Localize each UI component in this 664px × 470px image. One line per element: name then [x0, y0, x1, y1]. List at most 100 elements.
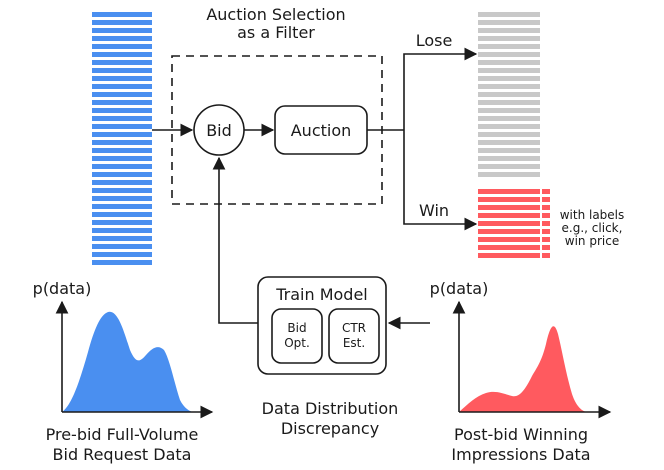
lost-record [478, 76, 540, 81]
bid-request-record [92, 92, 152, 97]
won-record [478, 221, 540, 226]
lost-record [478, 92, 540, 97]
bid-request-record [92, 12, 152, 17]
bid-request-record [92, 204, 152, 209]
lost-record [478, 60, 540, 65]
left-caption-line2: Bid Request Data [53, 445, 192, 464]
bid-request-record [92, 116, 152, 121]
auction-label: Auction [291, 121, 352, 140]
bid-request-record [92, 156, 152, 161]
bid-request-record [92, 76, 152, 81]
lost-record [478, 116, 540, 121]
lost-record [478, 52, 540, 57]
center-caption-line2: Discrepancy [281, 419, 379, 438]
lost-record [478, 124, 540, 129]
left-caption-line1: Pre-bid Full-Volume [46, 425, 199, 444]
bid-request-record [92, 220, 152, 225]
won-record-label [542, 205, 550, 210]
lost-record [478, 108, 540, 113]
lost-record [478, 172, 540, 177]
bid-request-record [92, 228, 152, 233]
won-record [478, 189, 540, 194]
won-record-label [542, 237, 550, 242]
lost-record [478, 164, 540, 169]
bid-request-record [92, 36, 152, 41]
right-caption-line1: Post-bid Winning [454, 425, 588, 444]
bid-request-record [92, 244, 152, 249]
left-distribution-area [62, 311, 194, 412]
won-record [478, 245, 540, 250]
bid-request-record [92, 172, 152, 177]
lose-label: Lose [416, 31, 453, 50]
bid-opt-line1: Bid [287, 321, 306, 335]
right-distribution-area [459, 326, 588, 412]
won-record-label [542, 229, 550, 234]
lost-record [478, 148, 540, 153]
bid-request-record [92, 68, 152, 73]
bid-request-record [92, 52, 152, 57]
win-note-line3: win price [565, 234, 619, 248]
filter-title-line1: Auction Selection [206, 5, 345, 24]
win-note-line1: with labels [560, 208, 625, 222]
win-note-line2: e.g., click, [562, 221, 623, 235]
bid-request-record [92, 140, 152, 145]
lose-branch [403, 47, 478, 130]
win-branch [403, 130, 478, 231]
lost-record [478, 156, 540, 161]
lost-impressions-stack [478, 12, 540, 177]
bid-request-record [92, 236, 152, 241]
won-record [478, 205, 540, 210]
bid-request-record [92, 164, 152, 169]
right-caption-line2: Impressions Data [451, 445, 590, 464]
bid-request-record [92, 252, 152, 257]
win-label: Win [419, 201, 449, 220]
won-record [478, 213, 540, 218]
won-record-label [542, 245, 550, 250]
winning-impressions-stack [478, 189, 550, 258]
lost-record [478, 84, 540, 89]
won-record [478, 197, 540, 202]
lost-record [478, 28, 540, 33]
bid-request-record [92, 60, 152, 65]
bid-request-record [92, 188, 152, 193]
lost-record [478, 36, 540, 41]
lost-record [478, 44, 540, 49]
bid-request-record [92, 28, 152, 33]
lost-record [478, 12, 540, 17]
bid-request-stack [92, 12, 152, 265]
won-record-label [542, 221, 550, 226]
bid-request-record [92, 124, 152, 129]
won-record-label [542, 253, 550, 258]
bid-request-record [92, 84, 152, 89]
lost-record [478, 132, 540, 137]
won-record [478, 237, 540, 242]
ctr-est-module [328, 308, 380, 364]
won-record [478, 253, 540, 258]
bid-request-record [92, 132, 152, 137]
lost-record [478, 20, 540, 25]
filter-title-line2: as a Filter [237, 23, 315, 42]
bid-request-record [92, 100, 152, 105]
bid-request-record [92, 44, 152, 49]
won-record-label [542, 189, 550, 194]
bid-request-record [92, 148, 152, 153]
ctr-est-line2: Est. [343, 336, 365, 350]
right-plot-ylabel: p(data) [430, 279, 489, 298]
bid-opt-line2: Opt. [284, 336, 310, 350]
bid-request-record [92, 180, 152, 185]
bid-label: Bid [206, 121, 232, 140]
bid-request-record [92, 196, 152, 201]
won-record-label [542, 213, 550, 218]
bid-request-record [92, 20, 152, 25]
center-caption-line1: Data Distribution [262, 399, 399, 418]
ctr-est-line1: CTR [342, 321, 366, 335]
bid-request-record [92, 260, 152, 265]
bid-request-record [92, 212, 152, 217]
won-record [478, 229, 540, 234]
won-record-label [542, 197, 550, 202]
bid-request-record [92, 108, 152, 113]
lost-record [478, 140, 540, 145]
feedback-arrow-to-bid [212, 156, 258, 324]
lost-record [478, 68, 540, 73]
